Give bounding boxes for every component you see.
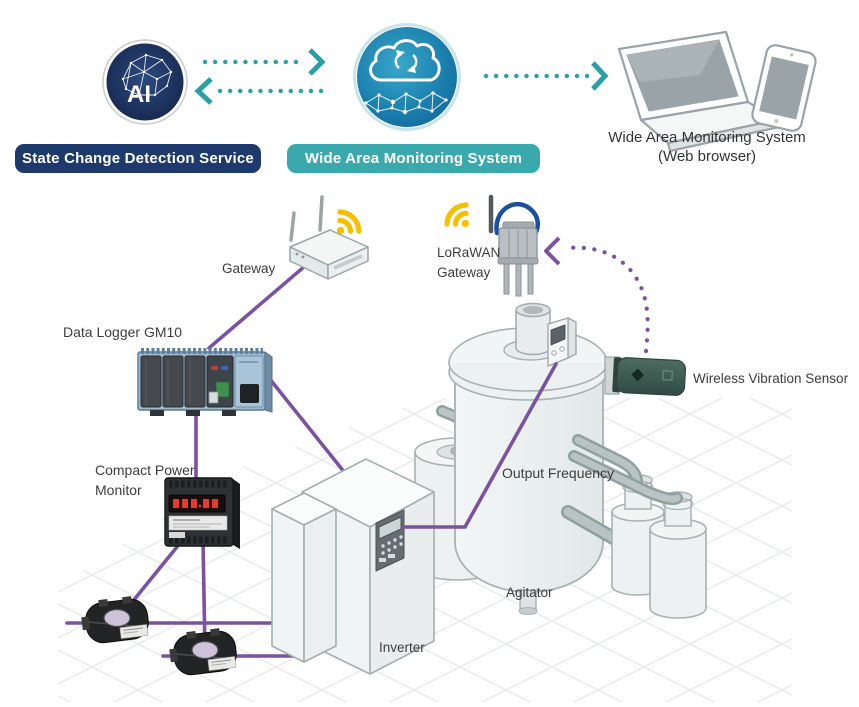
lorawan-gateway-device [488,194,540,297]
gateway-router [289,195,369,280]
cable-datalogger-to-inverter [263,371,347,475]
gateway-label: Gateway [222,261,276,276]
data-logger-label: Data Logger GM10 [63,324,183,340]
power-monitor-device [164,477,240,549]
pipe-to-bottle-2 [568,450,683,506]
sync-icon [394,50,418,73]
lorawan-gateway-label: LoRaWAN Gateway [437,243,500,283]
web-client-label-line1: Wide Area Monitoring System [608,129,806,146]
smartphone-icon [751,44,817,132]
lorawan-label-line2: Gateway [437,265,491,280]
cloud-glyph [369,39,441,82]
lorawan-label-line1: LoRaWAN [437,245,501,260]
ai-icon: AI [102,39,188,125]
pipe-to-bottle-1 [572,434,643,487]
signal-curve-sensor-to-lorawan [544,236,650,354]
power-monitor-label-line1: Compact Power [95,462,195,478]
web-client-label: Wide Area Monitoring System (Web browser… [572,128,842,166]
arrow-cloud-to-ai [194,77,333,105]
motor-display-device [547,316,577,367]
cable-gateway-to-datalogger [207,264,307,350]
wifi-signal-icon-gateway [336,209,362,235]
inverter-label: Inverter [379,640,425,655]
power-monitor-label: Compact Power Monitor [95,460,195,500]
data-logger-device [137,348,273,416]
vibration-sensor-label: Wireless Vibration Sensor [693,371,849,386]
arrow-ai-to-cloud [202,48,326,76]
output-frequency-label: Output Frequency [502,465,615,481]
agitator-tank [448,302,608,615]
agitator-label: Agitator [506,585,553,600]
web-client-label-line2: (Web browser) [657,148,757,165]
laptop-icon [617,30,781,153]
state-change-detection-banner: State Change Detection Service [15,144,261,173]
cloud-icon [353,23,461,131]
arrow-cloud-to-browser [483,61,609,91]
wide-area-monitoring-banner: Wide Area Monitoring System [287,144,540,173]
wifi-signal-icon-lorawan [444,202,470,228]
cable-inverter-to-motor [402,362,558,529]
power-monitor-label-line2: Monitor [95,482,142,498]
inverter-cabinet [271,458,435,675]
vibration-sensor-device [604,356,687,396]
ai-badge-text: AI [127,81,151,108]
